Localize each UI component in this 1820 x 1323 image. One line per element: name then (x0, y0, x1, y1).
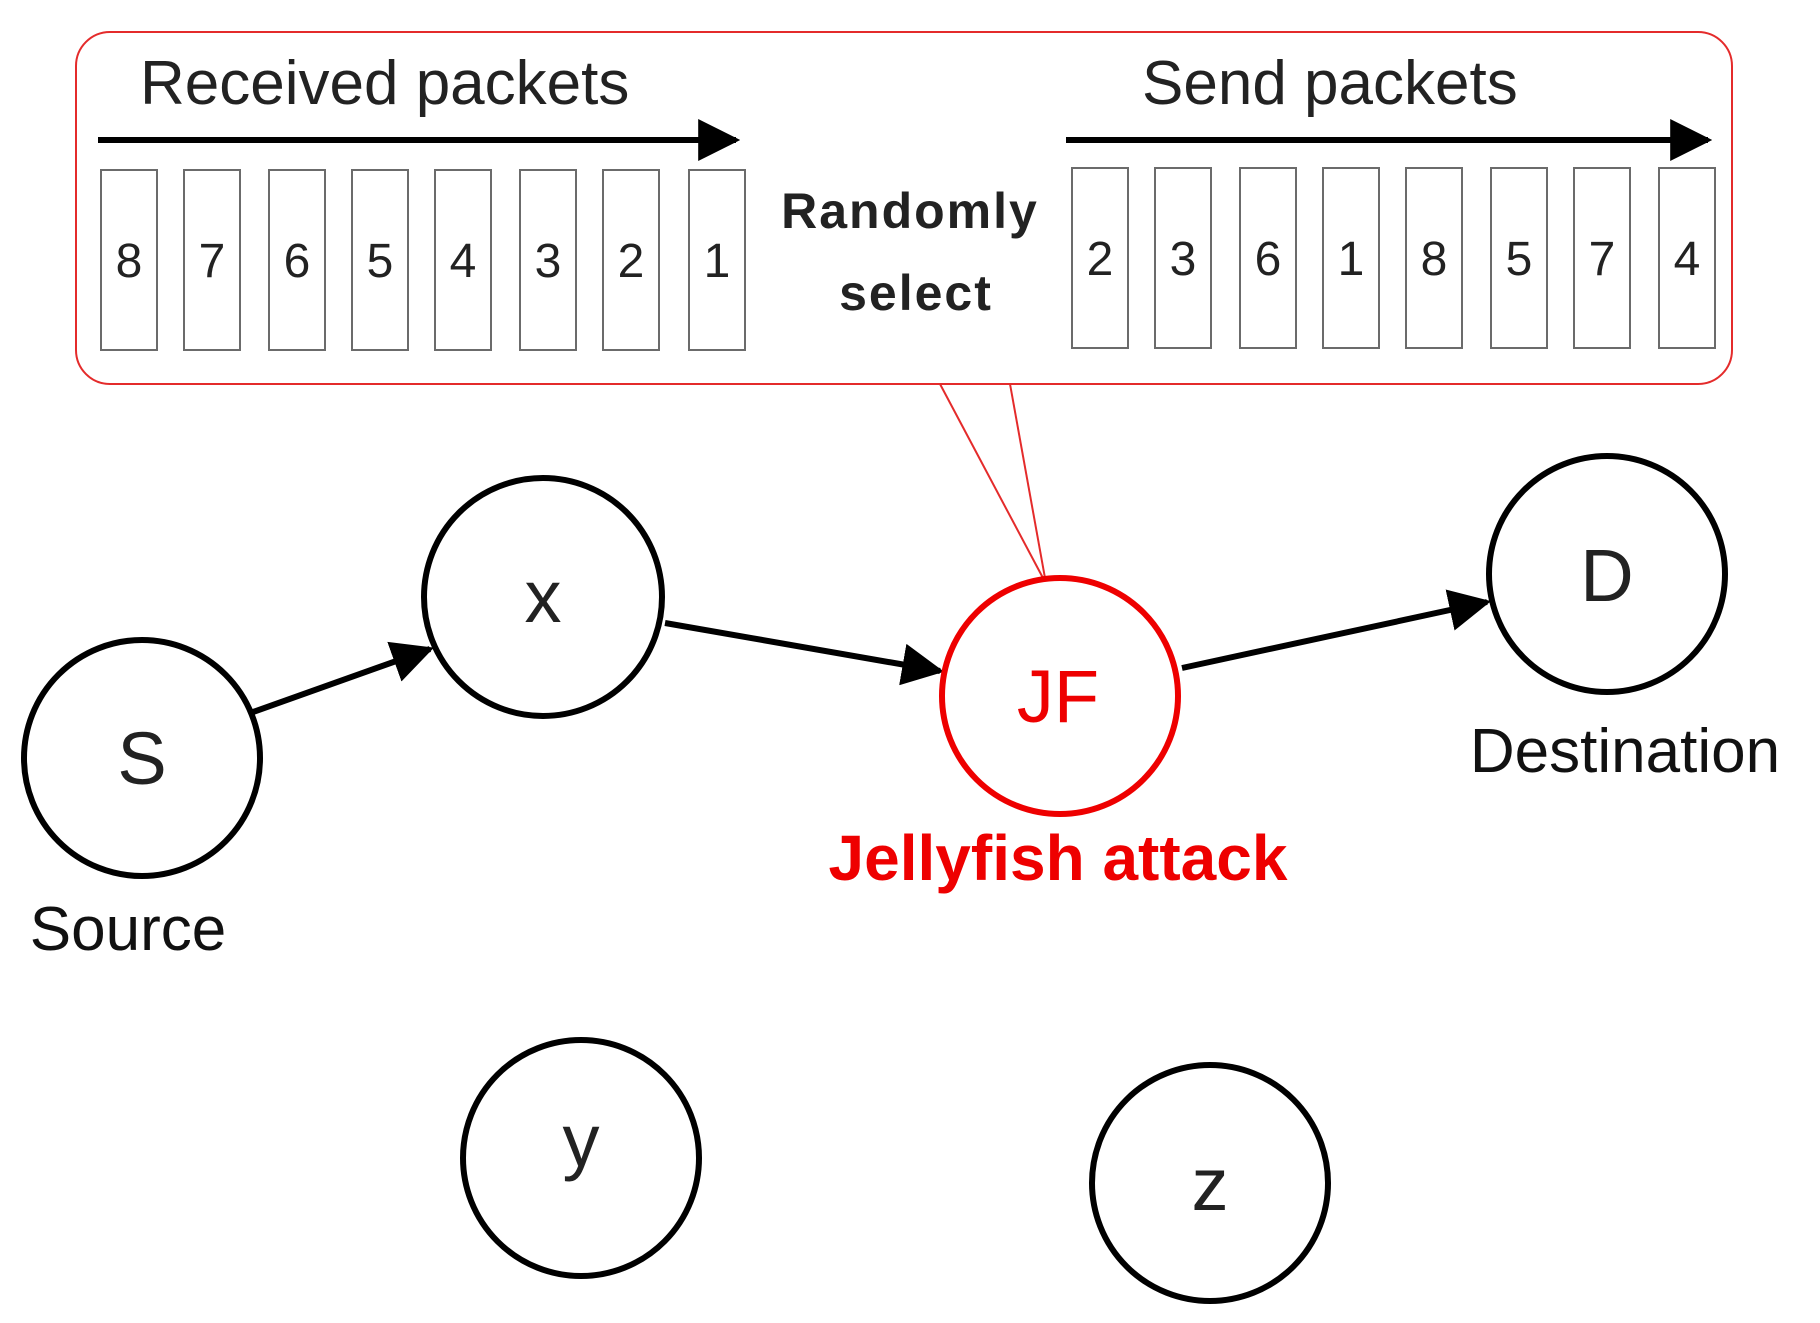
node-y: y (460, 1037, 702, 1279)
received-packet-number: 1 (704, 235, 731, 288)
received-packet-box (602, 169, 660, 351)
received-packet-box (100, 169, 158, 351)
received-packet-number: 4 (450, 235, 477, 288)
network-nodes: S Source x JF Jellyfish attack D Destina… (21, 453, 1780, 1304)
node-x-label: x (525, 555, 562, 638)
jellyfish-attack-caption: Jellyfish attack (829, 822, 1288, 894)
sent-packet-boxes: 2 3 6 1 8 5 7 4 (1071, 167, 1716, 349)
received-packet-number: 5 (367, 235, 394, 288)
node-z-label: z (1192, 1143, 1229, 1226)
node-destination-label: D (1580, 534, 1633, 617)
sent-packet-box (1322, 167, 1380, 349)
node-x: x (421, 475, 665, 719)
received-packet-box (268, 169, 326, 351)
sent-packet-box (1154, 167, 1212, 349)
edge-x-to-jellyfish (664, 620, 945, 686)
sent-packet-box (1405, 167, 1463, 349)
received-packet-box (351, 169, 409, 351)
node-z-circle (1089, 1062, 1331, 1304)
callout-pointer-left (939, 383, 1044, 579)
received-packet-number: 6 (284, 235, 311, 288)
node-y-circle (460, 1037, 702, 1279)
source-caption: Source (30, 895, 226, 964)
received-packet-number: 7 (199, 235, 226, 288)
node-source-label: S (117, 717, 166, 800)
sent-packet-number: 3 (1170, 233, 1197, 286)
node-z: z (1089, 1062, 1331, 1304)
received-packet-number: 2 (618, 235, 645, 288)
received-packet-number: 8 (116, 235, 143, 288)
sent-packet-number: 4 (1674, 233, 1701, 286)
received-packet-boxes: 8 7 6 5 4 3 2 1 (100, 169, 746, 351)
random-select-line2: select (839, 265, 993, 321)
random-select-label: Randomly select (781, 183, 1039, 321)
sent-packets-section: Send packets 2 3 6 1 8 5 7 4 (1066, 49, 1716, 349)
received-packet-box (519, 169, 577, 351)
sent-packet-box (1071, 167, 1129, 349)
node-source: S Source (21, 637, 263, 964)
sent-packet-number: 8 (1421, 233, 1448, 286)
sent-packet-number: 2 (1087, 233, 1114, 286)
edge-source-to-x (251, 641, 434, 715)
sent-packet-box (1658, 167, 1716, 349)
sent-packet-box (1490, 167, 1548, 349)
edge-jellyfish-to-destination (1181, 589, 1492, 671)
sent-packet-number: 7 (1589, 233, 1616, 286)
received-packets-section: Received packets 8 7 6 5 4 3 2 1 (98, 49, 746, 351)
sent-packet-number: 1 (1338, 233, 1365, 286)
destination-caption: Destination (1470, 717, 1780, 786)
received-packets-title: Received packets (140, 49, 629, 118)
node-destination: D Destination (1470, 453, 1780, 786)
sent-packet-box (1239, 167, 1297, 349)
sent-packet-box (1573, 167, 1631, 349)
node-y-label: y (563, 1099, 600, 1182)
node-source-circle (21, 637, 263, 879)
sent-packets-title: Send packets (1142, 49, 1518, 118)
received-packet-box (183, 169, 241, 351)
received-packet-number: 3 (535, 235, 562, 288)
callout-pointer-right (1009, 383, 1046, 579)
node-jellyfish: JF Jellyfish attack (829, 575, 1288, 894)
node-x-circle (421, 475, 665, 719)
node-jellyfish-circle (939, 575, 1181, 817)
node-jellyfish-label: JF (1017, 655, 1099, 738)
sent-packet-number: 5 (1506, 233, 1533, 286)
network-edges (251, 589, 1492, 715)
sent-packet-number: 6 (1255, 233, 1282, 286)
received-packet-box (688, 169, 746, 351)
random-select-line1: Randomly (781, 183, 1039, 239)
received-packet-box (434, 169, 492, 351)
node-destination-circle (1486, 453, 1728, 695)
